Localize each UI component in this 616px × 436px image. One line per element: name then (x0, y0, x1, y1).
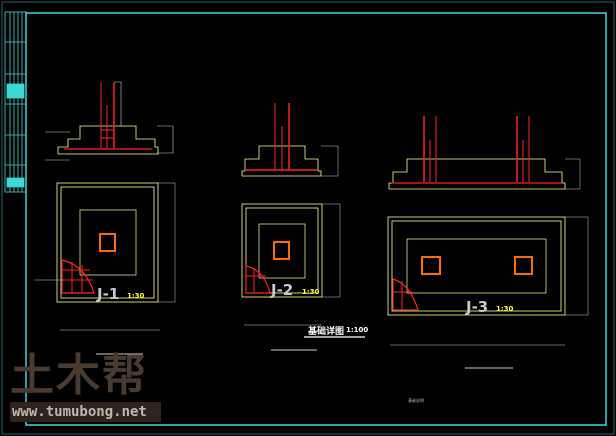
j3-section (388, 116, 581, 190)
detail-label-j2: J-2 (271, 281, 294, 299)
detail-scale-j1: 1:30 (127, 292, 145, 300)
detail-label-j1: J-1 (97, 285, 120, 303)
watermark-url-bg (10, 402, 161, 422)
j2-plan (241, 203, 341, 326)
drawing-note: 基础说明 (408, 398, 424, 403)
watermark-logo: 土木帮 (10, 350, 148, 401)
drawing-frame (25, 12, 607, 426)
detail-label-j3: J-3 (466, 298, 489, 316)
j1-plan (35, 182, 176, 331)
watermark-url: www.tumubong.net (12, 404, 147, 420)
drawing-title: 基础详图 (308, 327, 345, 337)
j2-section (241, 103, 339, 177)
j3-plan (387, 216, 589, 346)
j1-section (45, 81, 174, 161)
drawing-title-scale: 1:100 (346, 326, 369, 334)
detail-scale-j2: 1:30 (302, 288, 320, 296)
detail-scale-j3: 1:30 (496, 305, 514, 313)
title-strip (4, 11, 27, 193)
